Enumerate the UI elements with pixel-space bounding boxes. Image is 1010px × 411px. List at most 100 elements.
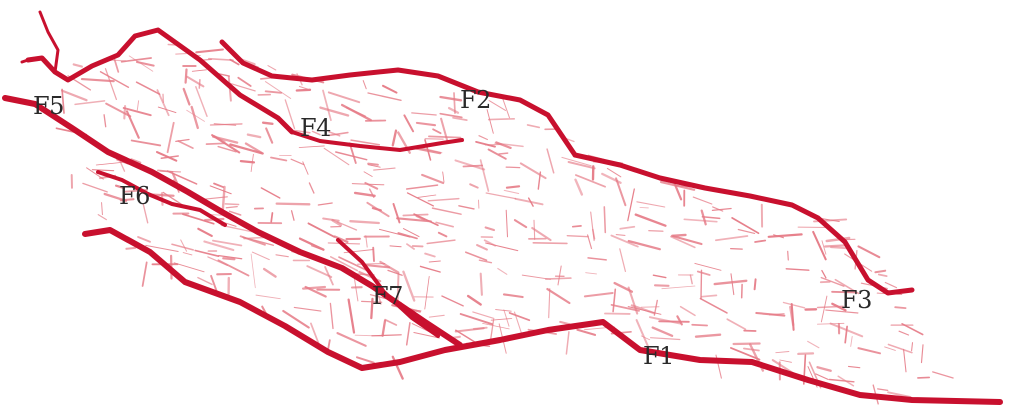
minor-fracture xyxy=(186,70,187,83)
minor-fracture xyxy=(300,239,324,250)
minor-fracture xyxy=(183,253,192,255)
minor-fracture xyxy=(498,269,507,275)
minor-fracture xyxy=(427,240,455,243)
minor-fracture xyxy=(342,105,371,120)
fault-left-spur xyxy=(22,60,28,62)
minor-fracture xyxy=(690,275,692,284)
minor-fracture xyxy=(499,153,508,154)
minor-fracture xyxy=(330,303,333,328)
minor-fracture xyxy=(248,135,260,138)
minor-fracture xyxy=(439,233,447,237)
label-f1: F1 xyxy=(643,344,674,368)
minor-fracture xyxy=(822,271,826,278)
minor-fracture xyxy=(329,92,359,102)
minor-fracture xyxy=(825,245,845,246)
minor-fracture xyxy=(238,78,250,86)
minor-fracture xyxy=(137,62,154,66)
minor-fracture xyxy=(433,129,441,133)
minor-fracture xyxy=(372,335,401,336)
minor-fracture xyxy=(196,87,207,117)
minor-fracture xyxy=(473,312,494,319)
label-f5: F5 xyxy=(33,94,64,118)
minor-fracture xyxy=(558,266,561,285)
minor-fracture xyxy=(407,323,410,345)
minor-fracture xyxy=(672,235,685,236)
minor-fracture xyxy=(918,377,929,378)
minor-fracture xyxy=(363,81,366,89)
label-f6: F6 xyxy=(119,184,150,208)
minor-fracture xyxy=(198,229,212,236)
minor-fracture xyxy=(586,273,597,274)
minor-fracture xyxy=(383,86,397,93)
minor-fracture xyxy=(364,172,372,177)
minor-fracture xyxy=(858,348,880,353)
minor-fracture xyxy=(585,293,613,296)
minor-fracture xyxy=(137,101,138,110)
minor-fracture xyxy=(466,252,487,260)
minor-fracture xyxy=(504,294,523,297)
minor-fracture xyxy=(75,101,104,105)
minor-fracture xyxy=(859,246,880,257)
minor-fracture xyxy=(453,118,467,120)
minor-fracture xyxy=(611,236,637,247)
minor-fracture xyxy=(126,248,135,249)
minor-fracture xyxy=(588,258,606,260)
minor-fracture xyxy=(700,299,727,313)
minor-fracture xyxy=(816,374,829,380)
minor-fracture xyxy=(731,274,734,295)
minor-fracture xyxy=(143,262,147,286)
minor-fracture xyxy=(734,344,760,345)
minor-fracture xyxy=(786,269,809,270)
minor-fracture xyxy=(303,162,308,175)
minor-fracture xyxy=(271,213,272,222)
minor-fracture xyxy=(214,184,223,188)
minor-fracture xyxy=(755,241,765,243)
minor-fracture xyxy=(693,197,712,204)
minor-fracture xyxy=(328,340,330,349)
minor-fracture xyxy=(477,245,487,250)
minor-fracture xyxy=(404,115,413,131)
minor-fracture xyxy=(138,237,150,242)
minor-fracture xyxy=(226,207,237,208)
minor-fracture xyxy=(62,91,87,101)
minor-fracture xyxy=(373,248,374,261)
minor-fracture xyxy=(695,263,721,270)
minor-fracture xyxy=(196,50,223,53)
minor-fracture xyxy=(115,60,119,72)
label-f7: F7 xyxy=(372,284,403,308)
minor-fracture xyxy=(412,113,436,115)
minor-fracture xyxy=(98,215,106,220)
minor-fracture xyxy=(433,208,462,214)
minor-fracture xyxy=(701,270,702,299)
minor-fracture xyxy=(92,170,113,171)
minor-fracture xyxy=(702,295,717,296)
minor-fracture xyxy=(172,244,193,250)
minor-fracture xyxy=(481,274,482,295)
minor-fracture xyxy=(604,207,605,233)
minor-fracture xyxy=(515,220,526,227)
fault-f2 xyxy=(222,42,575,155)
minor-fracture xyxy=(851,337,853,347)
minor-fracture xyxy=(456,328,484,331)
minor-fracture xyxy=(821,296,827,322)
minor-fracture xyxy=(441,97,462,100)
minor-fracture xyxy=(776,352,789,353)
minor-fracture xyxy=(636,215,666,226)
minor-fracture xyxy=(297,90,310,91)
minor-fracture xyxy=(653,328,672,336)
minor-fracture xyxy=(106,69,117,100)
minor-fracture xyxy=(481,160,489,191)
minor-fracture xyxy=(168,123,174,152)
minor-fracture xyxy=(174,263,204,272)
minor-fracture xyxy=(653,275,665,277)
minor-fracture xyxy=(715,281,747,284)
minor-fracture xyxy=(780,360,792,362)
minor-fracture xyxy=(731,249,743,250)
minor-fracture xyxy=(408,193,434,206)
minor-fracture xyxy=(223,187,225,209)
fault-f5-upper xyxy=(28,30,292,132)
minor-fracture xyxy=(620,249,626,272)
minor-fracture xyxy=(744,349,759,351)
minor-fracture xyxy=(160,171,180,172)
label-f2: F2 xyxy=(460,88,491,112)
